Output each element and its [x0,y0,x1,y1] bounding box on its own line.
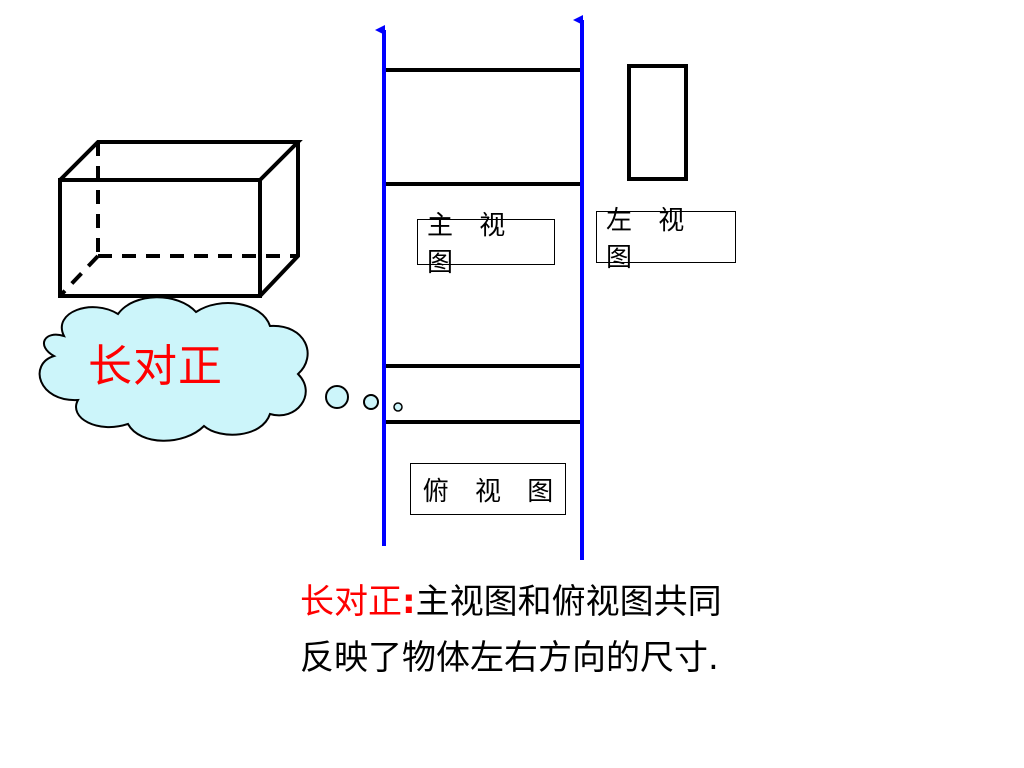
caption: 长对正:主视图和俯视图共同 反映了物体左右方向的尺寸. [300,574,900,686]
caption-line-1-text: 主视图和俯视图共同 [415,582,722,622]
front-view-rect [382,68,584,186]
side-view-rect [627,64,688,181]
top-view-label: 俯 视 图 [410,463,566,515]
caption-colon: : [402,582,416,622]
caption-highlight: 长对正 [300,582,402,622]
caption-line-2: 反映了物体左右方向的尺寸. [300,638,719,678]
thought-cloud [38,296,403,442]
side-view-label: 左 视 图 [596,206,736,273]
front-view-label: 主 视 图 [417,211,555,278]
caption-line-1: 长对正:主视图和俯视图共同 [300,574,900,630]
cloud-callout-text: 长对正 [88,341,223,392]
top-view-rect [382,364,584,424]
cuboid-3d-drawing [58,140,303,298]
